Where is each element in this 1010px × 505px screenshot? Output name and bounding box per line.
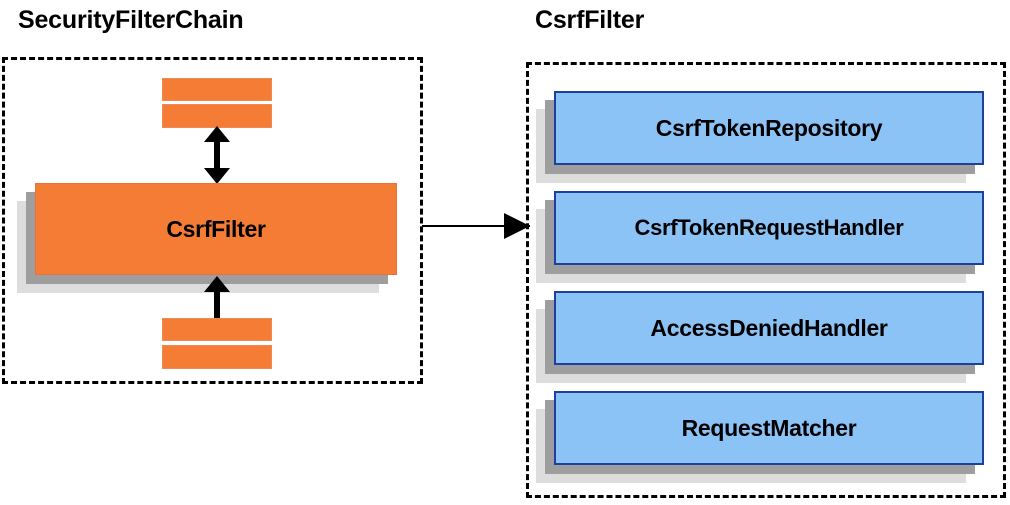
component-label: AccessDeniedHandler (650, 314, 888, 341)
security-filter-chain-container (2, 57, 423, 384)
arrow-head-up-icon (204, 126, 230, 142)
connector-shaft (422, 225, 530, 227)
csrf-filter-block-face[interactable]: CsrfFilter (35, 183, 397, 275)
csrf-filter-detail-container (526, 62, 1006, 498)
component-label: CsrfTokenRequestHandler (634, 215, 904, 240)
arrow-head-up-icon (204, 276, 230, 292)
link-arrow-top (199, 126, 235, 184)
component-block-access-denied-handler[interactable]: AccessDeniedHandler (536, 291, 994, 383)
component-face[interactable]: RequestMatcher (554, 391, 984, 465)
component-label: CsrfTokenRepository (655, 114, 883, 141)
component-face[interactable]: CsrfTokenRequestHandler (554, 191, 984, 265)
filter-bar-above-2 (162, 104, 272, 128)
component-block-request-matcher[interactable]: RequestMatcher (536, 391, 994, 483)
component-block-csrf-token-repository[interactable]: CsrfTokenRepository (536, 91, 994, 183)
component-block-csrf-token-request-handler[interactable]: CsrfTokenRequestHandler (536, 191, 994, 283)
arrow-head-down-icon (204, 168, 230, 184)
component-face[interactable]: AccessDeniedHandler (554, 291, 984, 365)
component-label: RequestMatcher (681, 414, 857, 441)
arrow-head-right-icon (504, 213, 530, 239)
csrf-filter-block[interactable]: CsrfFilter (17, 183, 415, 293)
filter-bar-below-1 (162, 318, 272, 341)
filter-bar-above-1 (162, 78, 272, 101)
arrow-shaft (214, 140, 220, 170)
component-face[interactable]: CsrfTokenRepository (554, 91, 984, 165)
filter-bar-below-2 (162, 345, 272, 369)
connector-arrow-to-csrf-filter-detail (422, 213, 530, 239)
csrf-filter-block-label: CsrfFilter (166, 215, 266, 242)
panel-title-csrf-filter: CsrfFilter (535, 6, 645, 34)
panel-title-security-filter-chain: SecurityFilterChain (18, 6, 244, 34)
arrow-shaft (214, 290, 220, 320)
